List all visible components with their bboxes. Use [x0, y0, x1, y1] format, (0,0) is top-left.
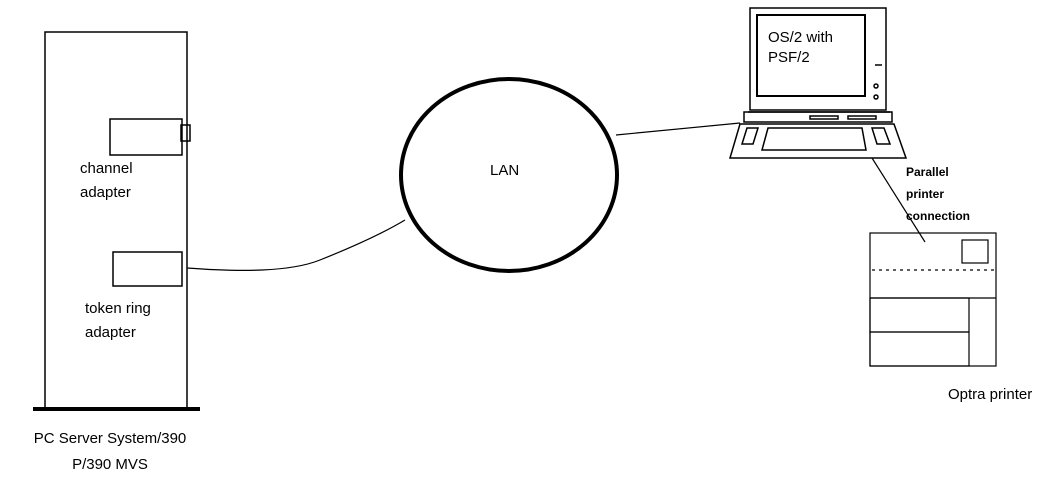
monitor-case [749, 7, 887, 111]
printer-tray-1 [869, 297, 970, 333]
parallel-label-line1: Parallel [906, 165, 949, 179]
workstation [728, 7, 908, 159]
lan-label: LAN [490, 162, 520, 179]
server-caption-line2: P/390 MVS [72, 456, 148, 473]
parallel-label-line2: printer [906, 187, 945, 201]
keyboard-left-block [740, 127, 760, 145]
channel-adapter-label-line1: channel [80, 160, 133, 177]
printer-control-panel [961, 239, 989, 264]
monitor-button-2 [873, 94, 879, 100]
printer-caption: Optra printer [948, 386, 1033, 403]
screen-text-line2: PSF/2 [768, 49, 810, 66]
keyboard-main-block [761, 127, 867, 151]
server-tower [33, 31, 200, 411]
lan-workstation-cable [615, 122, 741, 136]
token-ring-adapter-label-line1: token ring [85, 300, 151, 317]
monitor-screen [756, 14, 866, 97]
screen-text-line1: OS/2 with [768, 29, 834, 46]
printer-tray-2 [869, 331, 970, 367]
printer-body [869, 232, 997, 367]
server-lan-cable [186, 219, 406, 271]
token-ring-adapter-label-line2: adapter [85, 324, 136, 341]
parallel-cable [871, 157, 926, 243]
printer [869, 232, 997, 367]
keyboard [728, 123, 908, 159]
lan-ellipse [399, 77, 619, 273]
server-cabinet [44, 31, 188, 409]
drive-slot-1 [809, 115, 839, 120]
monitor-button-1 [873, 83, 879, 89]
channel-adapter-connector [180, 124, 191, 142]
channel-adapter [109, 118, 183, 156]
token-ring-adapter [112, 251, 183, 287]
channel-adapter-label-line2: adapter [80, 184, 131, 201]
keyboard-right-block [870, 127, 892, 145]
system-unit [743, 111, 893, 123]
server-caption-line1: PC Server System/390 [33, 430, 187, 447]
parallel-label-line3: connection [906, 209, 971, 223]
drive-slot-2 [847, 115, 877, 120]
